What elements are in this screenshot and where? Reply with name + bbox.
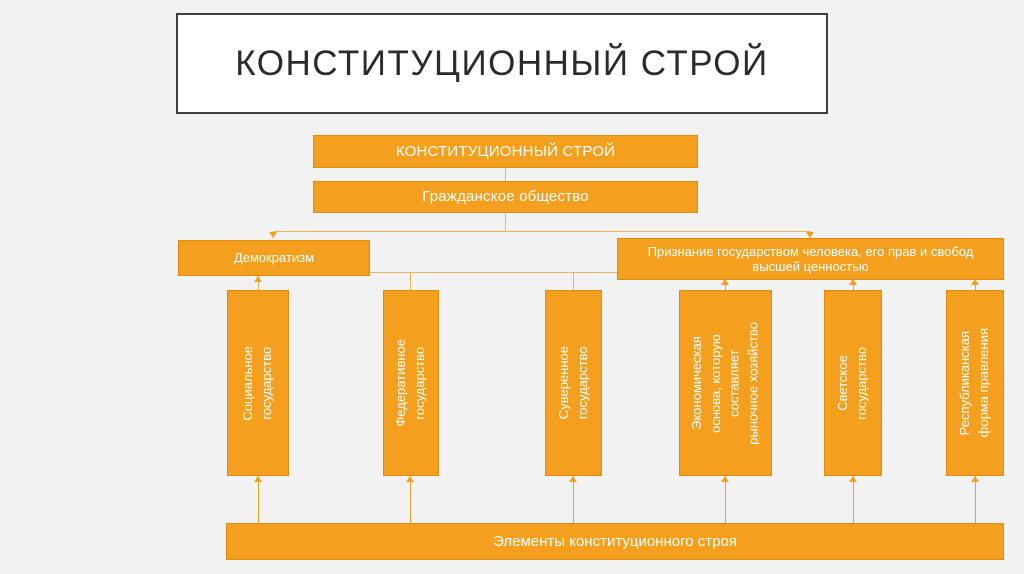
connector-to-secular-state xyxy=(853,280,854,290)
pillar-secular-state: Светское государство xyxy=(824,290,882,476)
pillar-social-state-label: Социальное государство xyxy=(240,345,274,421)
pillar-social-state: Социальное государство xyxy=(227,290,289,476)
connector-to-sovereign-state xyxy=(573,272,574,290)
node-civil-society: Гражданское общество xyxy=(313,181,698,213)
connector-base-to-economic-basis xyxy=(725,476,726,523)
connector-base-to-sovereign-state xyxy=(573,476,574,523)
pillar-republican-form-label: Республиканская форма правления xyxy=(957,328,991,438)
node-human-recognition-label: Признание государством человека, его пра… xyxy=(647,243,974,274)
arrow-up-base-to-republican-form xyxy=(971,476,979,482)
connector-base-to-republican-form xyxy=(975,476,976,523)
connector-level2-bus xyxy=(273,231,810,232)
arrow-up-base-to-sovereign-state xyxy=(569,476,577,482)
arrow-up-base-to-economic-basis xyxy=(721,476,729,482)
node-human-recognition: Признание государством человека, его пра… xyxy=(617,238,1004,280)
pillar-economic-basis-label: Экономическая основа, которую составляет… xyxy=(688,321,761,445)
arrow-up-base-to-federative-state xyxy=(406,476,414,482)
pillar-secular-state-label: Светское государство xyxy=(835,346,869,420)
arrow-up-to-recognition-2 xyxy=(849,279,857,285)
slide-title-card: КОНСТИТУЦИОННЫЙ СТРОЙ xyxy=(176,13,828,114)
arrow-up-to-recognition-1 xyxy=(721,279,729,285)
node-democratism: Демократизм xyxy=(178,240,370,276)
node-constitutional-order-label: КОНСТИТУЦИОННЫЙ СТРОЙ xyxy=(395,142,616,160)
connector-base-to-secular-state xyxy=(853,476,854,523)
connector-root-to-civil-society xyxy=(505,168,506,181)
arrow-down-to-democratism xyxy=(269,232,277,238)
node-civil-society-label: Гражданское общество xyxy=(422,188,589,206)
pillar-republican-form: Республиканская форма правления xyxy=(946,290,1004,476)
connector-to-social-state xyxy=(258,276,259,290)
pillar-economic-basis: Экономическая основа, которую составляет… xyxy=(679,290,772,476)
arrow-up-base-to-social-state xyxy=(254,476,262,482)
arrow-down-to-recognition xyxy=(806,232,814,238)
arrow-up-to-recognition-3 xyxy=(971,279,979,285)
node-constitutional-order: КОНСТИТУЦИОННЫЙ СТРОЙ xyxy=(313,135,698,168)
arrow-up-base-to-secular-state xyxy=(849,476,857,482)
pillar-federative-state: Федеративное государство xyxy=(383,290,439,476)
node-democratism-label: Демократизм xyxy=(233,250,315,266)
connector-civil-society-stem xyxy=(505,213,506,231)
node-constitutional-order-elements: Элементы конституционного строя xyxy=(226,523,1004,560)
connector-to-economic-basis xyxy=(725,280,726,290)
arrow-up-to-democratism-left xyxy=(254,276,262,282)
connector-to-republican-form xyxy=(975,280,976,290)
pillar-sovereign-state-label: Суверенное государство xyxy=(555,346,590,420)
pillar-sovereign-state: Суверенное государство xyxy=(545,290,602,476)
page-title: КОНСТИТУЦИОННЫЙ СТРОЙ xyxy=(235,43,769,83)
connector-pillars-bus-left xyxy=(370,272,617,273)
connector-to-federative-state xyxy=(410,272,411,290)
pillar-federative-state-label: Федеративное государство xyxy=(393,339,427,427)
connector-base-to-social-state xyxy=(258,476,259,523)
node-constitutional-order-elements-label: Элементы конституционного строя xyxy=(493,532,737,550)
connector-base-to-federative-state xyxy=(410,476,411,523)
